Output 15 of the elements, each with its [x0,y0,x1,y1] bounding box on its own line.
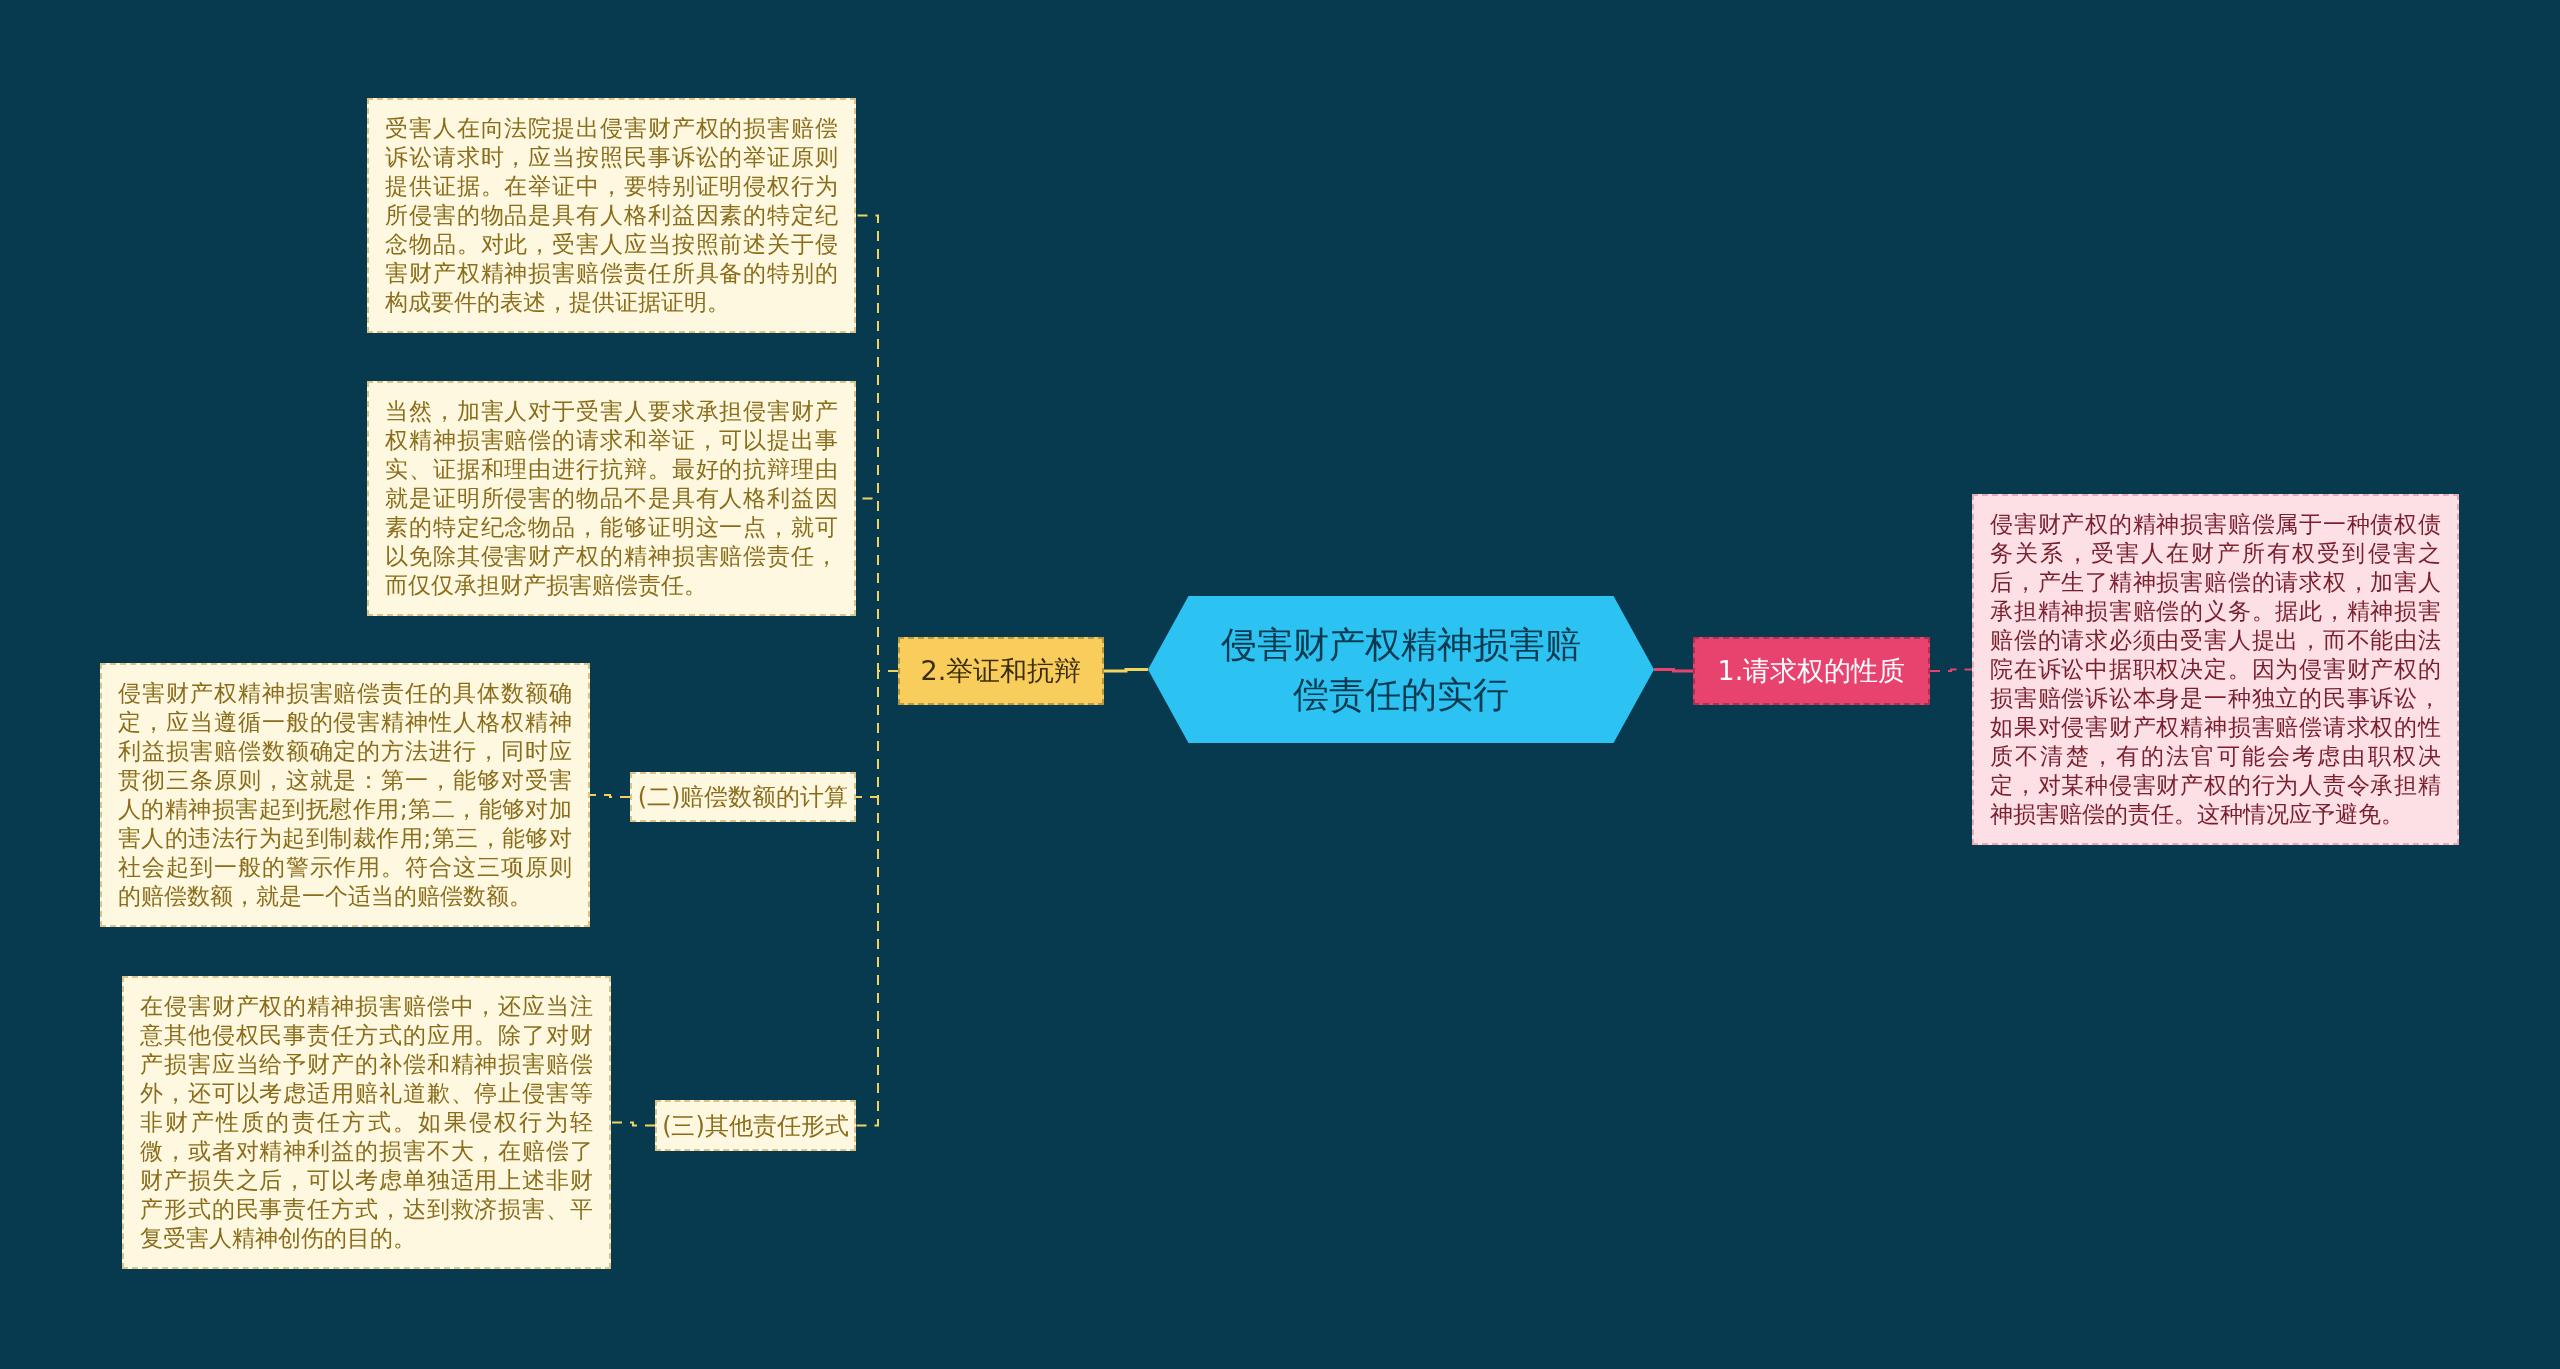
topic-label: 2.举证和抗辩 [898,637,1104,705]
connector-line [1929,668,1973,672]
text-card: 受害人在向法院提出侵害财产权的损害赔偿诉讼请求时，应当按照民事诉讼的举证原则提供证据。在举证中，要特别证明侵权行为所侵害的物品是具有人格利益因素的特定纪念物品。对此，受害人应当按照前述关于侵害财产权精神损害赔偿责任所具备的特别的构成要件的表述，提供证据证明。 [367,97,856,333]
connector-line [589,794,631,798]
text-card: 侵害财产权精神损害赔偿责任的具体数额确定，应当遵循一般的侵害精神性人格权精神利益损害赔偿数额确定的方法进行，同时应贯彻三条原则，这就是：第一，能够对受害人的精神损害起到抚慰作用;第二，能够对加害人的违法行为起到制裁作用;第三，能够对社会起到一般的警示作用。符合这三项原则的赔偿数额，就是一个适当的赔偿数额。 [100,663,590,927]
connector-line [1654,668,1693,673]
text-card: 在侵害财产权的精神损害赔偿中，还应当注意其他侵权民事责任方式的应用。除了对财产损害应当给予财产的补偿和精神损害赔偿外，还可以考虑适用赔礼道歉、停止侵害等非财产性质的责任方式。如果侵权行为轻微，或者对精神利益的损害不大，在赔偿了财产损失之后，可以考虑单独适用上述非财产形式的民事责任方式，达到救济损害、平复受害人精神创伤的目的。 [122,975,611,1269]
subtopic-label: (二)赔偿数额的计算 [630,772,856,822]
text-card: 侵害财产权的精神损害赔偿属于一种债权债务关系，受害人在财产所有权受到侵害之后，产生了精神损害赔偿的请求权，加害人承担精神损害赔偿的义务。据此，精神损害赔偿的请求必须由受害人提出，而不能由法院在诉讼中据职权决定。因为侵害财产权的损害赔偿诉讼本身是一种独立的民事诉讼，如果对侵害财产权精神损害赔偿请求权的性质不清楚，有的法官可能会考虑由职权决定，对某种侵害财产权的行为人责令承担精神损害赔偿的责任。这种情况应予避免。 [1972,493,2459,845]
central-topic: 侵害财产权精神损害赔偿责任的实行 [1148,596,1654,743]
connector-line [1104,668,1148,673]
topic-label: 1.请求权的性质 [1693,637,1930,705]
text-card: 当然，加害人对于受害人要求承担侵害财产权精神损害赔偿的请求和举证，可以提出事实、证据和理由进行抗辩。最好的抗辩理由就是证明所侵害的物品不是具有人格利益因素的特定纪念物品，能够证明这一点，就可以免除其侵害财产权的精神损害赔偿责任，而仅仅承担财产损害赔偿责任。 [367,380,856,616]
connector-line [610,1121,656,1127]
subtopic-label: (三)其他责任形式 [655,1100,856,1151]
